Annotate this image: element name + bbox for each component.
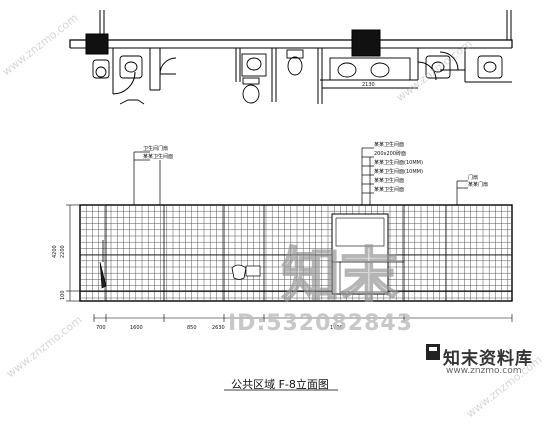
bottom-dim-5: 1700: [330, 325, 343, 331]
callout-center-5: 某某卫生间面: [374, 177, 404, 184]
bottom-dim-4: 2630: [212, 325, 225, 331]
callout-center-1: 某某卫生间面: [374, 141, 404, 148]
watermark-url-3: www.znzmo.com: [4, 313, 85, 380]
bottom-dim-3: 850: [187, 325, 197, 331]
callout-center-6: 某某卫生间面: [374, 186, 404, 193]
height-dim-2: 4200: [52, 245, 58, 258]
dimension-lines: [66, 204, 513, 322]
height-dim-3: 100: [60, 290, 66, 300]
dimension-text: 2200 4200 100 700 1600 850 2630 1700: [52, 245, 343, 331]
callout-left-2: 某某卫生间面: [143, 153, 173, 160]
callout-right-2: 某某门扇: [468, 181, 488, 188]
drawing-caption: 公共区域 F-8立面图: [231, 378, 329, 391]
bottom-dim-2: 1600: [130, 325, 143, 331]
watermark-url-2: www.znzmo.com: [394, 37, 475, 104]
watermark-url-1: www.znzmo.com: [0, 11, 81, 78]
callout-left-1: 卫生间门扇: [143, 145, 168, 152]
mirror-panel: [331, 213, 389, 295]
column-left: [85, 33, 109, 55]
floor-drain-symbol: [119, 55, 143, 79]
callout-center-4: 某某卫生间面(10MM): [374, 168, 423, 175]
height-dim-1: 2200: [60, 245, 66, 258]
watermark-logo-mark: [426, 344, 440, 360]
bottom-dim-1: 700: [96, 325, 106, 331]
plan-fixtures: [92, 49, 503, 105]
watermark-big-logo: 知末: [281, 240, 399, 310]
elevation-wall: [79, 204, 513, 302]
vanity-counter: [329, 57, 411, 81]
sink-small: [241, 53, 267, 77]
toilet-tank: [286, 49, 304, 59]
column-right: [351, 29, 381, 57]
floor-plan: [69, 10, 513, 104]
callout-center-2: 200x200砖面: [374, 150, 406, 157]
toilet-bowl: [287, 56, 303, 76]
callout-center-3: 某某卫生间面(10MM): [374, 159, 423, 166]
plan-dimension: 2130: [362, 82, 375, 88]
watermark-brand-url: www.znzmo.com: [446, 366, 522, 376]
callout-right-1: 门扇: [468, 174, 478, 181]
watermark-id: ID:532082843: [228, 311, 414, 336]
callout-text: 卫生间门扇 某某卫生间面 某某卫生间面 200x200砖面 某某卫生间面(10M…: [143, 141, 488, 193]
fixture-elevation: [231, 264, 247, 280]
watermark-brand: 知末资料库: [443, 349, 533, 369]
